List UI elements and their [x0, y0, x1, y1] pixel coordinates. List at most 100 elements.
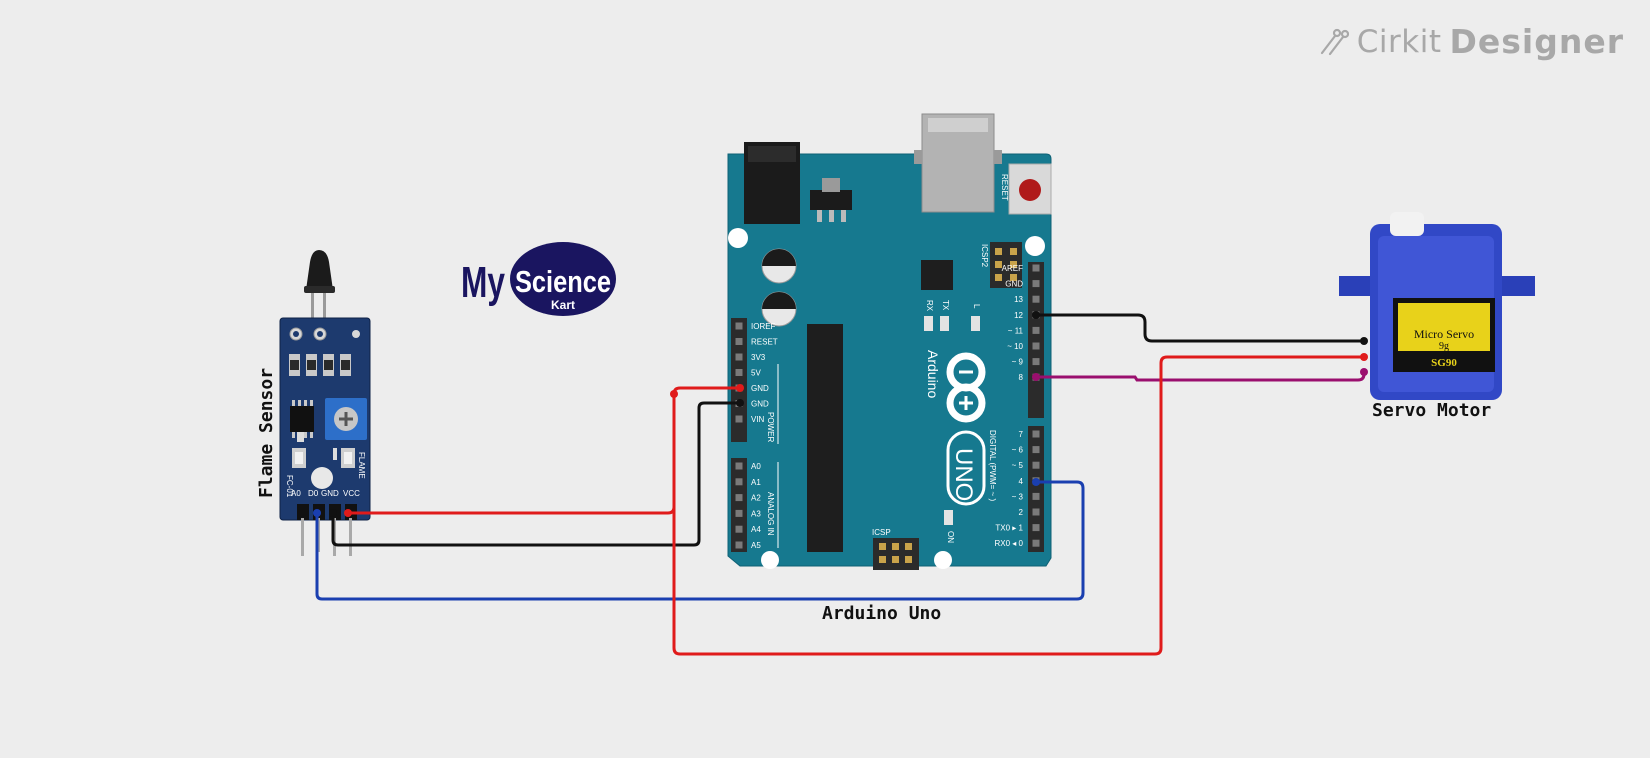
- wire-endpoint[interactable]: [1360, 337, 1368, 345]
- pin-label: ~ 6: [1012, 446, 1024, 455]
- flame-sensor-label: Flame Sensor: [256, 367, 277, 498]
- header-pin[interactable]: [735, 353, 743, 361]
- header-pin[interactable]: [1032, 461, 1040, 469]
- arduino-infinity-logo: [946, 352, 986, 423]
- pin-label: 13: [1014, 295, 1023, 304]
- pin-label: A3: [751, 509, 761, 518]
- header-pin[interactable]: [1032, 326, 1040, 334]
- header-pin[interactable]: [1032, 524, 1040, 532]
- icsp-header: [873, 538, 919, 570]
- wire-endpoint[interactable]: [329, 509, 337, 517]
- led-l-label: L: [972, 304, 981, 309]
- header-pin[interactable]: [1032, 342, 1040, 350]
- pin-label: 7: [1019, 430, 1024, 439]
- pin-label: RX0 ◂ 0: [995, 539, 1024, 548]
- pin-label: ~ 5: [1012, 461, 1024, 470]
- logo-my: My: [461, 258, 505, 307]
- header-pin[interactable]: [735, 462, 743, 470]
- flame-sensor-pin-vcc: VCC: [343, 489, 360, 498]
- flame-sensor[interactable]: FC-01 FLAME A0 D0 GND VCC: [279, 250, 371, 556]
- brand-name-part1: Cirkit: [1356, 23, 1442, 60]
- digital-header-top: [1028, 262, 1044, 418]
- pin-label: IOREF: [751, 322, 776, 331]
- wire-endpoint[interactable]: [344, 509, 352, 517]
- led-tx-label: TX: [941, 300, 950, 311]
- uno-text: UNO: [950, 448, 977, 501]
- header-pin[interactable]: [735, 525, 743, 533]
- icsp2-label: ICSP2: [980, 244, 989, 268]
- pin-label: ~ 11: [1008, 326, 1024, 335]
- servo-sticker-line1: Micro Servo: [1414, 327, 1474, 341]
- pin-label: A5: [751, 541, 761, 550]
- wire-endpoint[interactable]: [1360, 353, 1368, 361]
- arduino-uno[interactable]: RESET ICSP2 RX TX L Arduino: [727, 113, 1052, 570]
- arduino-board-text: Arduino: [925, 350, 941, 398]
- pin-label: ~ 9: [1012, 358, 1024, 367]
- pin-label: 2: [1019, 508, 1024, 517]
- servo-motor-label: Servo Motor: [1372, 400, 1492, 421]
- pin-label: A1: [751, 478, 761, 487]
- atmega-chip: [807, 324, 843, 552]
- pin-label: GND: [1005, 280, 1023, 289]
- cirkit-designer-brand: Cirkit Designer: [1319, 22, 1624, 61]
- header-pin[interactable]: [735, 322, 743, 330]
- pin-label: 4: [1019, 477, 1024, 486]
- header-pin[interactable]: [1032, 508, 1040, 516]
- analog-header: [731, 458, 747, 552]
- header-pin[interactable]: [735, 478, 743, 486]
- wire-signal[interactable]: [1036, 372, 1366, 382]
- header-pin[interactable]: [735, 509, 743, 517]
- digital-header-bottom: [1028, 426, 1044, 552]
- header-pin[interactable]: [1032, 264, 1040, 272]
- header-pin[interactable]: [1032, 295, 1040, 303]
- pin-label: GND: [751, 400, 769, 409]
- header-pin[interactable]: [1032, 358, 1040, 366]
- reset-label: RESET: [1000, 174, 1009, 201]
- header-pin[interactable]: [735, 494, 743, 502]
- header-pin[interactable]: [735, 369, 743, 376]
- wire-endpoint[interactable]: [1032, 478, 1040, 486]
- pin-label: 5V: [751, 369, 761, 378]
- header-pin[interactable]: [1032, 539, 1040, 547]
- power-section-label: POWER: [766, 412, 775, 442]
- wire-5v-flame[interactable]: [348, 386, 740, 515]
- wire-endpoint[interactable]: [1032, 311, 1040, 319]
- wire-endpoint[interactable]: [1032, 373, 1040, 381]
- my-science-kart-logo: My Science Kart: [461, 242, 616, 316]
- wire-5v-servo[interactable]: [672, 355, 1364, 656]
- logo-science: Science: [515, 264, 611, 299]
- header-pin[interactable]: [1032, 280, 1040, 288]
- header-pin[interactable]: [735, 338, 743, 345]
- wire-gnd-servo[interactable]: [1036, 313, 1364, 343]
- header-pin[interactable]: [735, 541, 743, 549]
- flame-sensor-pin-gnd: GND: [321, 489, 339, 498]
- header-pin[interactable]: [1032, 430, 1040, 438]
- wire-endpoint[interactable]: [736, 384, 744, 392]
- wire-endpoint[interactable]: [313, 509, 321, 517]
- uno-badge: [946, 430, 986, 506]
- wire-endpoint[interactable]: [736, 399, 744, 407]
- pin-label: VIN: [751, 415, 765, 424]
- pin-label: 3V3: [751, 353, 766, 362]
- header-pin[interactable]: [1032, 446, 1040, 454]
- header-pin[interactable]: [1032, 492, 1040, 500]
- pin-label: A4: [751, 525, 761, 534]
- pin-label: ~ 3: [1012, 492, 1024, 501]
- servo-motor[interactable]: Micro Servo 9g SG90: [1339, 212, 1535, 400]
- wire-d0[interactable]: [315, 480, 1085, 601]
- on-label: ON: [946, 531, 955, 543]
- arduino-uno-label: Arduino Uno: [822, 603, 942, 624]
- wire-endpoint[interactable]: [670, 390, 678, 398]
- wire-endpoint[interactable]: [1360, 368, 1368, 376]
- header-pin[interactable]: [735, 415, 743, 423]
- pin-label: RESET: [751, 338, 778, 347]
- flame-sensor-pin-a0: A0: [291, 489, 301, 498]
- wire-gnd-flame[interactable]: [331, 401, 740, 547]
- servo-sticker-line3: SG90: [1431, 357, 1457, 369]
- pin-label: 12: [1014, 311, 1023, 320]
- servo-sticker-line2: 9g: [1439, 341, 1449, 352]
